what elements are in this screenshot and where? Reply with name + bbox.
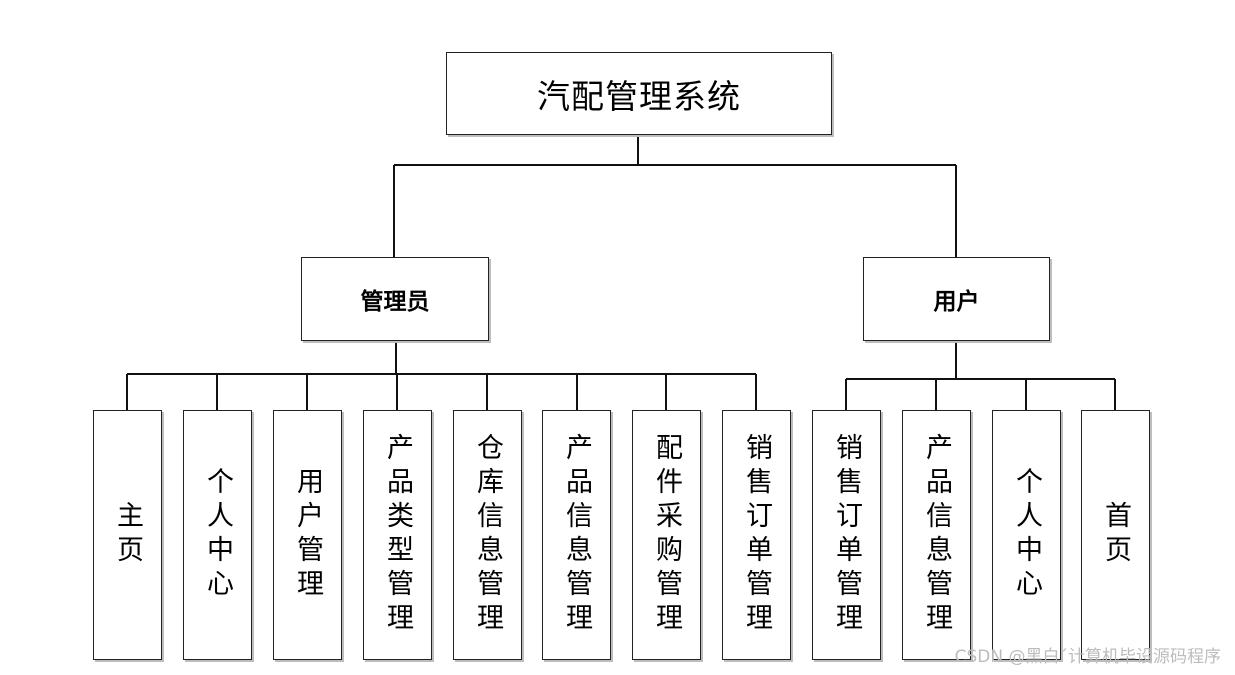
module-label: 首页 <box>1100 501 1131 569</box>
module-label: 主页 <box>112 501 143 569</box>
module-node: 主页 <box>93 410 162 660</box>
module-label: 个人中心 <box>202 467 233 603</box>
module-label: 仓库信息管理 <box>472 433 503 637</box>
module-node: 销售订单管理 <box>722 410 791 660</box>
module-label: 产品信息管理 <box>921 433 952 637</box>
role-label-admin: 管理员 <box>360 289 430 315</box>
module-node: 首页 <box>1081 410 1150 660</box>
module-label: 个人中心 <box>1011 467 1042 603</box>
module-node: 销售订单管理 <box>812 410 881 660</box>
module-label: 销售订单管理 <box>741 433 772 637</box>
role-node-admin: 管理员 <box>301 257 489 341</box>
module-label: 配件采购管理 <box>651 433 682 637</box>
module-label: 销售订单管理 <box>831 433 862 637</box>
watermark: CSDN @黑白´计算机毕设源码程序 <box>954 647 1221 667</box>
module-node: 产品信息管理 <box>902 410 971 660</box>
module-label: 用户管理 <box>292 467 323 603</box>
module-node: 个人中心 <box>992 410 1061 660</box>
root-label: 汽配管理系统 <box>537 76 741 116</box>
module-node: 用户管理 <box>273 410 342 660</box>
module-label: 产品类型管理 <box>382 433 413 637</box>
module-node: 仓库信息管理 <box>453 410 522 660</box>
role-label-user: 用户 <box>933 289 980 315</box>
root-node: 汽配管理系统 <box>446 52 832 135</box>
module-node: 个人中心 <box>183 410 252 660</box>
module-node: 产品信息管理 <box>542 410 611 660</box>
role-node-user: 用户 <box>863 257 1050 341</box>
module-node: 配件采购管理 <box>632 410 701 660</box>
module-node: 产品类型管理 <box>363 410 432 660</box>
module-label: 产品信息管理 <box>561 433 592 637</box>
